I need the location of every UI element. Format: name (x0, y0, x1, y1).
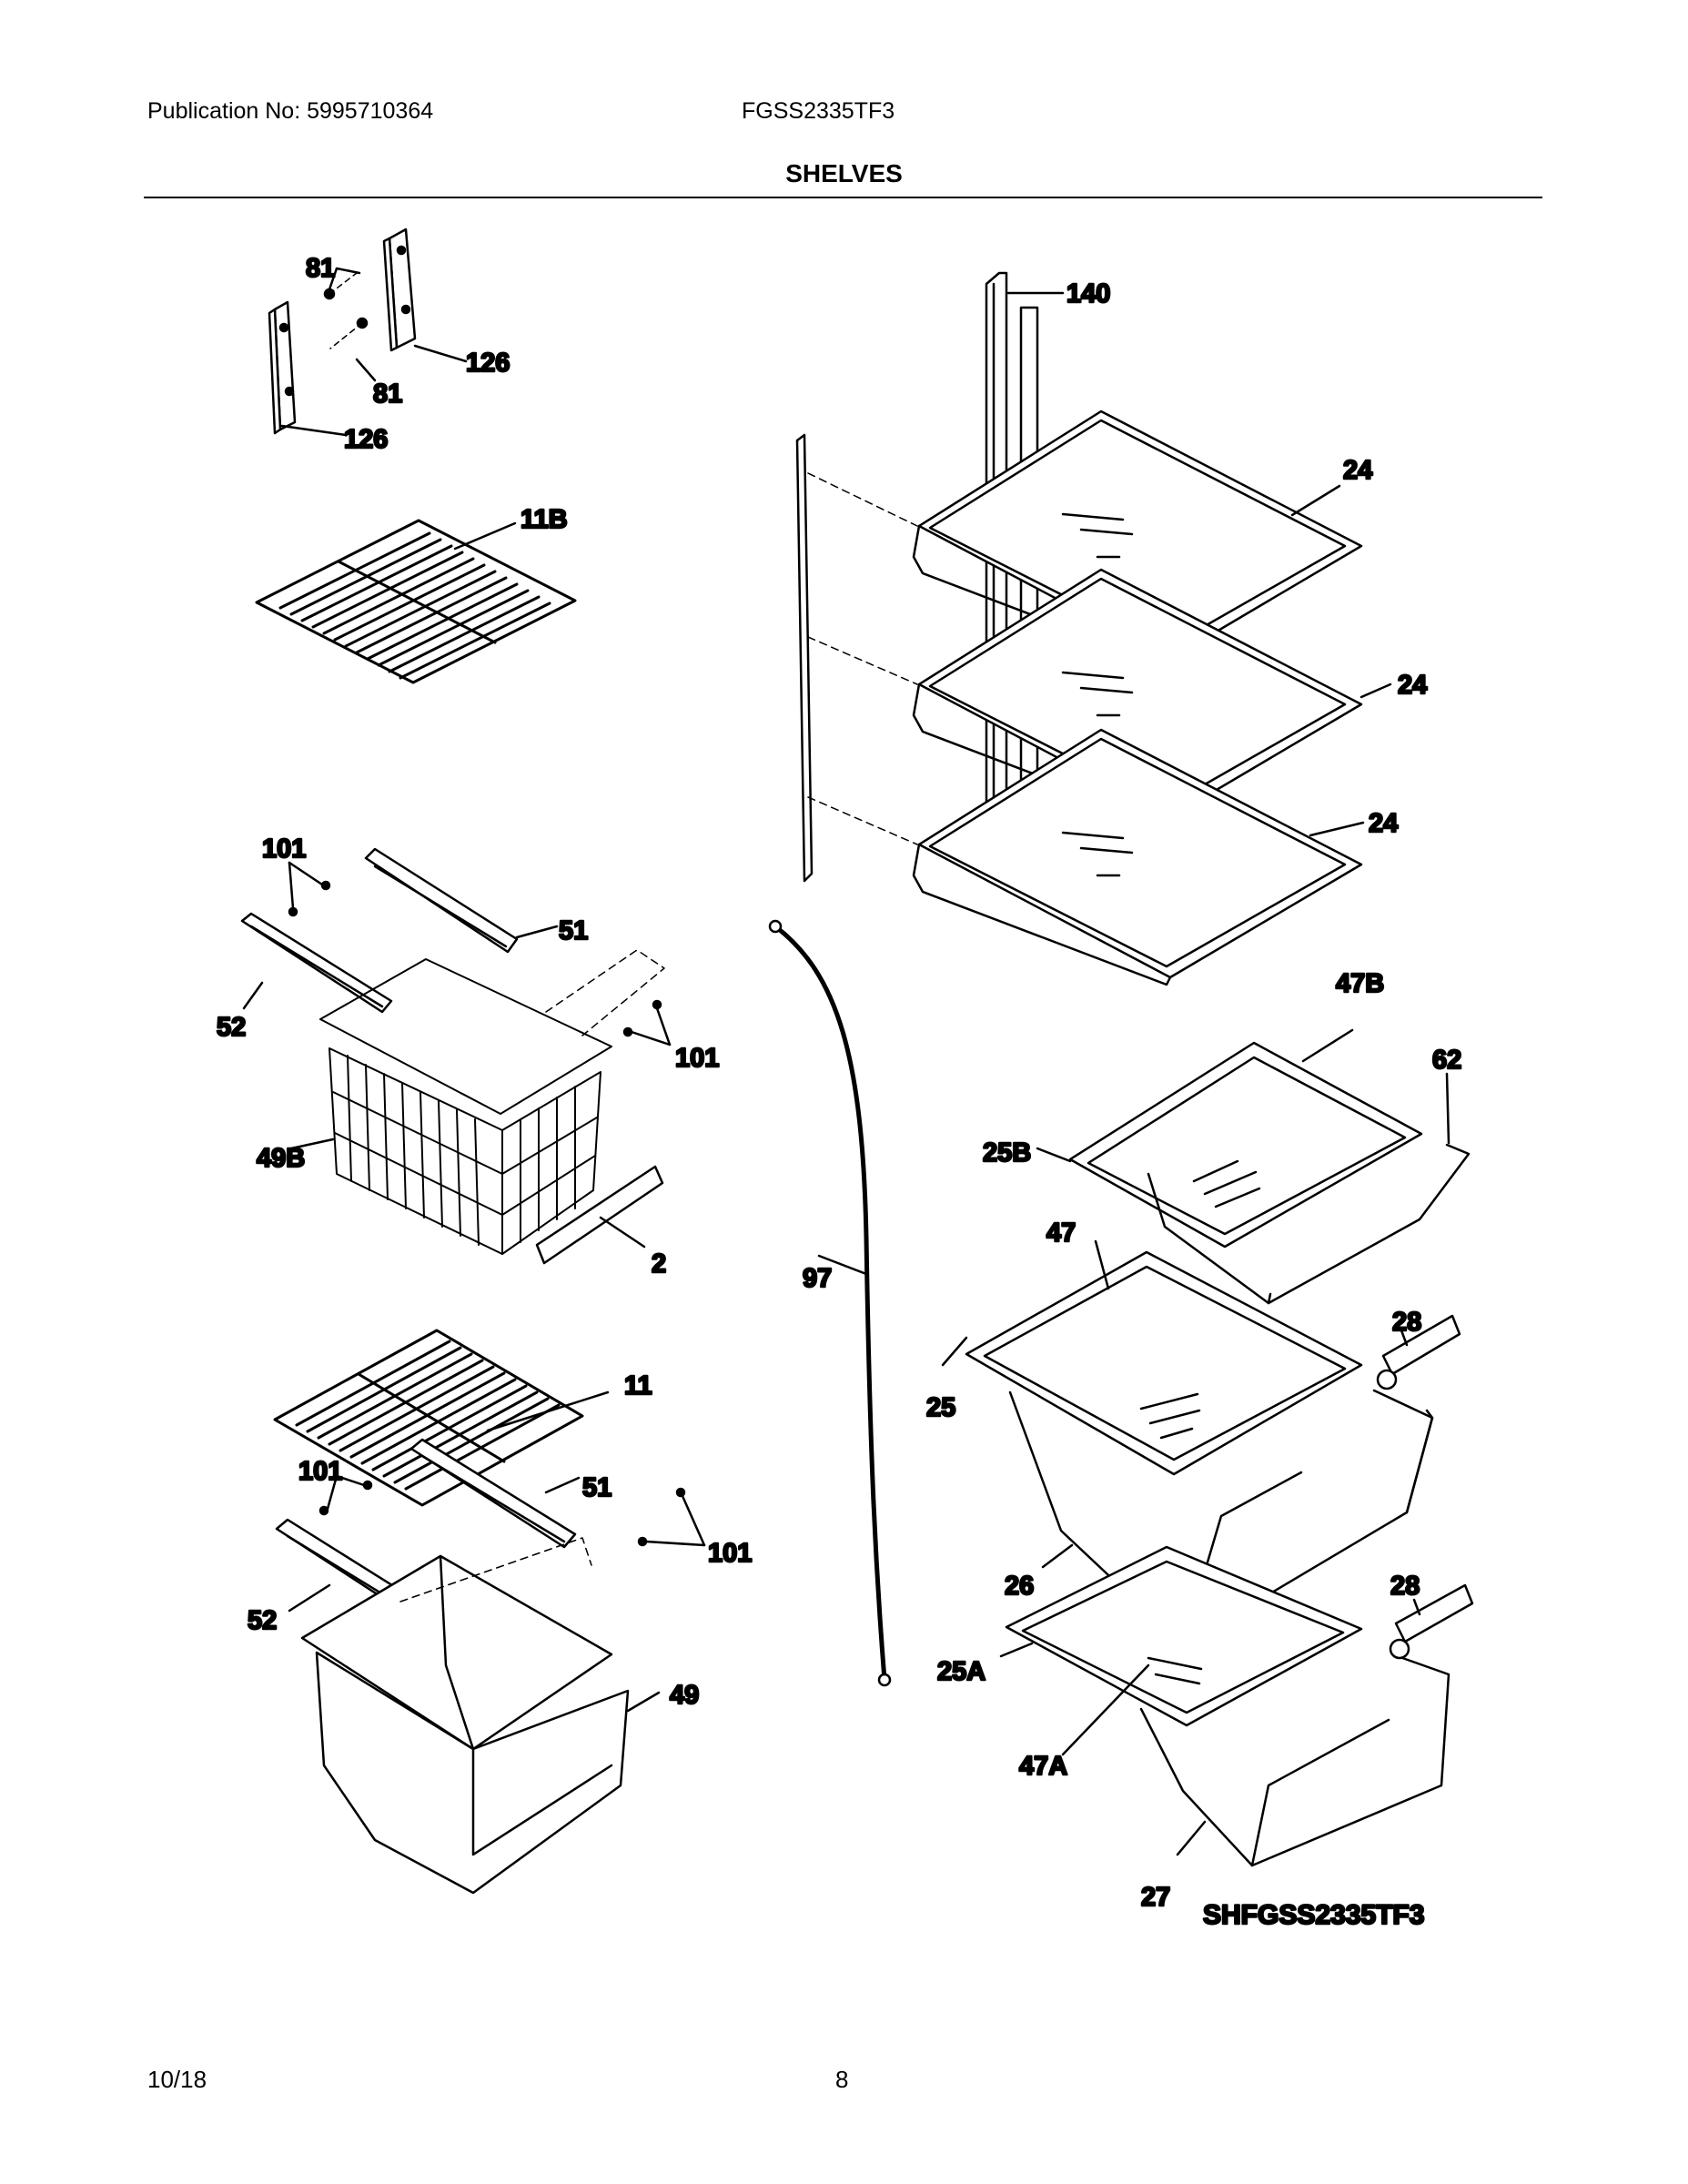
tube-97 (773, 924, 887, 1683)
wire-basket-49b (319, 958, 612, 1255)
bracket-126-upper (382, 228, 417, 352)
header-divider (144, 197, 1542, 198)
screws-101-lower (318, 1474, 706, 1547)
shelf-rail-left (795, 433, 814, 883)
slide-rail-51-lower (409, 1438, 577, 1549)
part-label-24: 24 (1398, 671, 1427, 700)
part-label-25: 25 (926, 1393, 955, 1422)
part-label-27: 27 (1141, 1883, 1170, 1912)
part-label-49: 49 (670, 1681, 699, 1710)
wire-shelf-11 (273, 1329, 584, 1507)
part-label-51: 51 (582, 1473, 612, 1502)
bin-49 (300, 1554, 630, 1895)
part-label-81: 81 (373, 379, 402, 409)
part-label-24: 24 (1369, 809, 1398, 838)
part-label-126: 126 (466, 349, 510, 378)
part-label-25b: 25B (983, 1138, 1031, 1168)
part-label-47: 47 (1046, 1218, 1076, 1248)
crisper-cover-47a (1005, 1545, 1363, 1727)
part-label-51: 51 (559, 916, 588, 945)
part-label-24: 24 (1343, 456, 1372, 485)
publication-number: Publication No: 5995710364 (147, 98, 434, 124)
slide-rail-51-upper (364, 847, 519, 954)
diagram-id: SHFGSS2335TF3 (1203, 1900, 1424, 1930)
part-label-25a: 25A (937, 1657, 986, 1686)
glass-shelf-24-lower (912, 728, 1363, 986)
part-label-101: 101 (675, 1044, 719, 1073)
bracket-126-lower (268, 300, 297, 435)
crisper-cover-47 (965, 1250, 1363, 1476)
basket-trim-2 (535, 1165, 664, 1265)
section-title: SHELVES (785, 159, 903, 187)
crisper-pan-27 (1139, 1653, 1450, 1867)
part-label-62: 62 (1432, 1046, 1461, 1075)
pan-support-28-upper (1376, 1314, 1461, 1390)
part-label-11b: 11B (521, 505, 568, 534)
slide-rail-52-upper (240, 912, 393, 1014)
part-label-2: 2 (652, 1249, 666, 1279)
wire-shelf-11b (255, 519, 577, 684)
part-label-81: 81 (306, 254, 335, 283)
part-label-28: 28 (1392, 1308, 1421, 1337)
pan-support-28-lower (1389, 1583, 1474, 1660)
part-label-49b: 49B (257, 1144, 305, 1173)
part-label-97: 97 (803, 1264, 832, 1293)
part-label-140: 140 (1066, 279, 1110, 308)
page-number: 8 (835, 2066, 849, 2093)
screws-81 (323, 267, 377, 382)
part-label-101: 101 (708, 1539, 752, 1568)
part-label-101: 101 (262, 834, 306, 864)
part-label-52: 52 (248, 1606, 277, 1635)
part-label-52: 52 (217, 1013, 246, 1042)
model-number: FGSS2335TF3 (742, 98, 895, 124)
crisper-pan-62 (1147, 1143, 1471, 1305)
part-label-47a: 47A (1019, 1752, 1067, 1781)
part-label-26: 26 (1005, 1572, 1034, 1601)
part-label-28: 28 (1390, 1572, 1420, 1601)
screws-101-upper (288, 861, 672, 1046)
footer-date: 10/18 (147, 2066, 207, 2093)
part-label-11: 11 (624, 1371, 652, 1400)
part-label-126: 126 (344, 425, 388, 454)
crisper-cover-47b (1068, 1041, 1423, 1249)
part-label-47b: 47B (1336, 969, 1384, 998)
part-label-101: 101 (298, 1457, 342, 1486)
